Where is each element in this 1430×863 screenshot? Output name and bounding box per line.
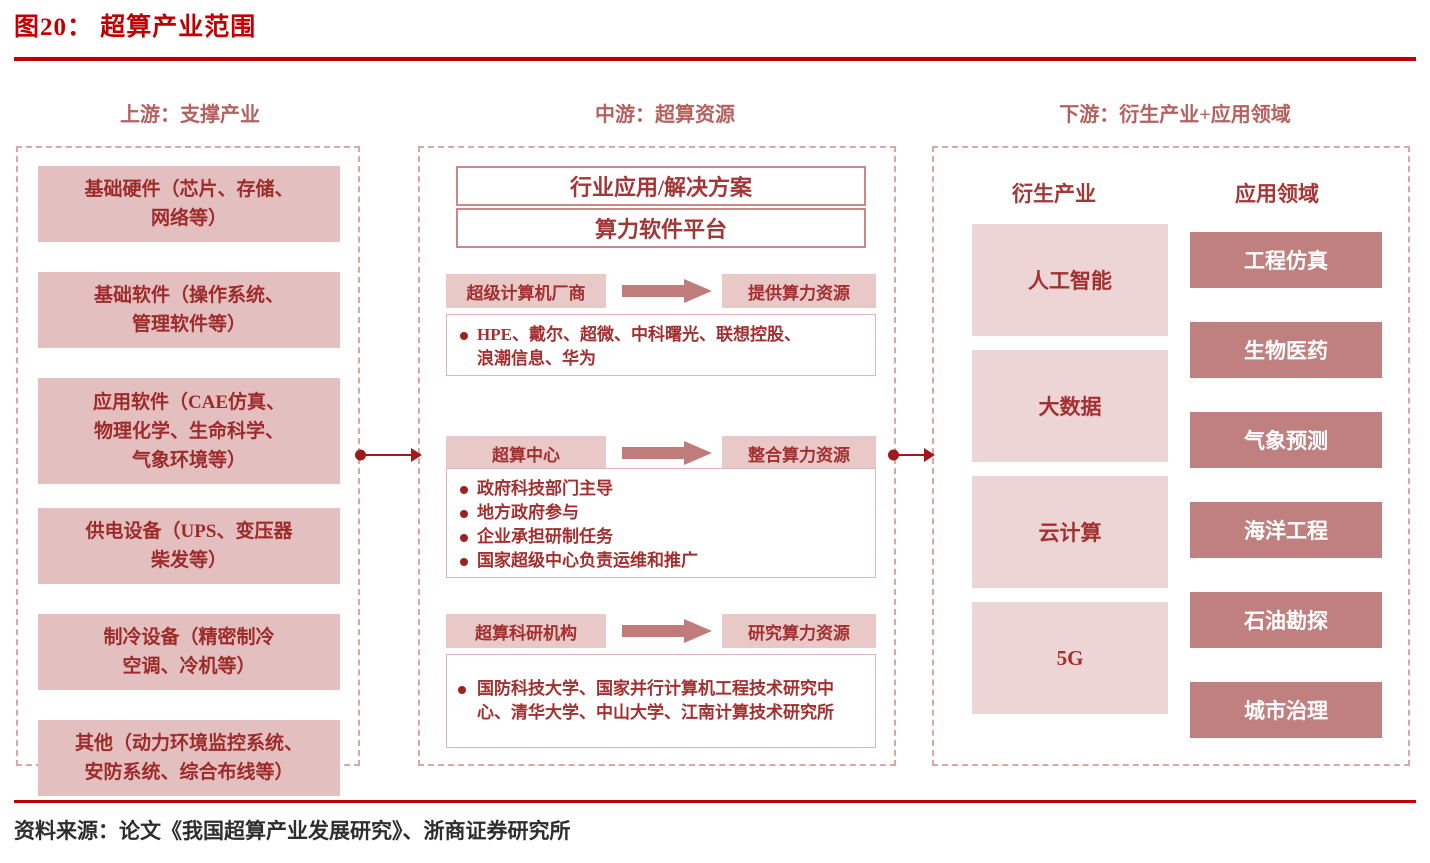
application-field-engineering-simulation: 工程仿真 — [1190, 232, 1382, 288]
bullet-item: 企业承担研制任务 — [457, 525, 865, 549]
role-output-research-compute: 研究算力资源 — [722, 614, 876, 648]
arrow-head-icon — [411, 448, 422, 462]
role-actor-research-institutes: 超算科研机构 — [446, 614, 606, 648]
column-caption-upstream: 上游：支撑产业 — [120, 104, 260, 126]
upstream-box-basic-hardware: 基础硬件（芯片、存储、 网络等） — [38, 166, 340, 242]
upstream-box-application-software: 应用软件（CAE仿真、 物理化学、生命科学、 气象环境等） — [38, 378, 340, 484]
derived-industry-cloud: 云计算 — [972, 476, 1168, 588]
block-arrow-right-icon — [622, 279, 712, 303]
page-title: 图20： 超算产业范围 — [14, 14, 257, 41]
bullet-item: 国家超级中心负责运维和推广 — [457, 549, 865, 573]
midstream-role-row-centers: 超算中心 整合算力资源 — [446, 436, 876, 470]
derived-industry-5g: 5G — [972, 602, 1168, 714]
title-divider — [14, 57, 1416, 61]
derived-industry-ai: 人工智能 — [972, 224, 1168, 336]
application-field-biomedicine: 生物医药 — [1190, 322, 1382, 378]
upstream-box-cooling-equipment: 制冷设备（精密制冷 空调、冷机等） — [38, 614, 340, 690]
footer-divider — [14, 800, 1416, 803]
midstream-bar-industry-application: 行业应用/解决方案 — [456, 166, 866, 206]
column-caption-downstream: 下游：衍生产业+应用领域 — [1059, 104, 1291, 126]
application-field-oil-exploration: 石油勘探 — [1190, 592, 1382, 648]
connector-line — [893, 454, 927, 456]
derived-industry-big-data: 大数据 — [972, 350, 1168, 462]
column-caption-midstream: 中游：超算资源 — [595, 104, 735, 126]
source-note: 资料来源：论文《我国超算产业发展研究》、浙商证券研究所 — [14, 819, 571, 843]
application-field-marine-engineering: 海洋工程 — [1190, 502, 1382, 558]
midstream-role-row-research: 超算科研机构 研究算力资源 — [446, 614, 876, 648]
connector-line — [360, 454, 414, 456]
downstream-header-application-field: 应用领域 — [1235, 182, 1319, 206]
downstream-group: 衍生产业 应用领域 人工智能 大数据 云计算 5G 工程仿真 生物医药 气象预测… — [932, 146, 1410, 766]
figure-header: 图20： 超算产业范围 — [14, 8, 1416, 61]
role-output-provide-compute: 提供算力资源 — [722, 274, 876, 308]
bullet-item: 地方政府参与 — [457, 501, 865, 525]
role-actor-supercomputing-center: 超算中心 — [446, 436, 606, 470]
upstream-box-power-equipment: 供电设备（UPS、变压器 柴发等） — [38, 508, 340, 584]
midstream-role-row-vendors: 超级计算机厂商 提供算力资源 — [446, 274, 876, 308]
downstream-header-derived-industry: 衍生产业 — [1012, 182, 1096, 206]
midstream-bullets-vendors: HPE、戴尔、超微、中科曙光、联想控股、 浪潮信息、华为 — [446, 314, 876, 376]
upstream-box-other: 其他（动力环境监控系统、 安防系统、综合布线等） — [38, 720, 340, 796]
bullet-item: HPE、戴尔、超微、中科曙光、联想控股、 浪潮信息、华为 — [457, 323, 865, 371]
midstream-group: 行业应用/解决方案 算力软件平台 超级计算机厂商 提供算力资源 HPE、戴尔、超… — [418, 146, 896, 766]
midstream-bar-computing-platform: 算力软件平台 — [456, 208, 866, 248]
role-actor-vendors: 超级计算机厂商 — [446, 274, 606, 308]
arrow-head-icon — [924, 448, 935, 462]
bullet-item: 政府科技部门主导 — [457, 477, 865, 501]
block-arrow-right-icon — [622, 619, 712, 643]
midstream-bullets-research: 国防科技大学、国家并行计算机工程技术研究中 心、清华大学、中山大学、江南计算技术… — [446, 654, 876, 748]
application-field-urban-governance: 城市治理 — [1190, 682, 1382, 738]
midstream-bullets-centers: 政府科技部门主导 地方政府参与 企业承担研制任务 国家超级中心负责运维和推广 — [446, 468, 876, 578]
connector-midstream-to-downstream — [888, 445, 936, 465]
bullet-item: 国防科技大学、国家并行计算机工程技术研究中 心、清华大学、中山大学、江南计算技术… — [457, 677, 834, 725]
connector-upstream-to-midstream — [355, 445, 423, 465]
role-output-integrate-compute: 整合算力资源 — [722, 436, 876, 470]
upstream-box-basic-software: 基础软件（操作系统、 管理软件等） — [38, 272, 340, 348]
upstream-group: 基础硬件（芯片、存储、 网络等） 基础软件（操作系统、 管理软件等） 应用软件（… — [16, 146, 360, 796]
application-field-weather-forecast: 气象预测 — [1190, 412, 1382, 468]
block-arrow-right-icon — [622, 441, 712, 465]
